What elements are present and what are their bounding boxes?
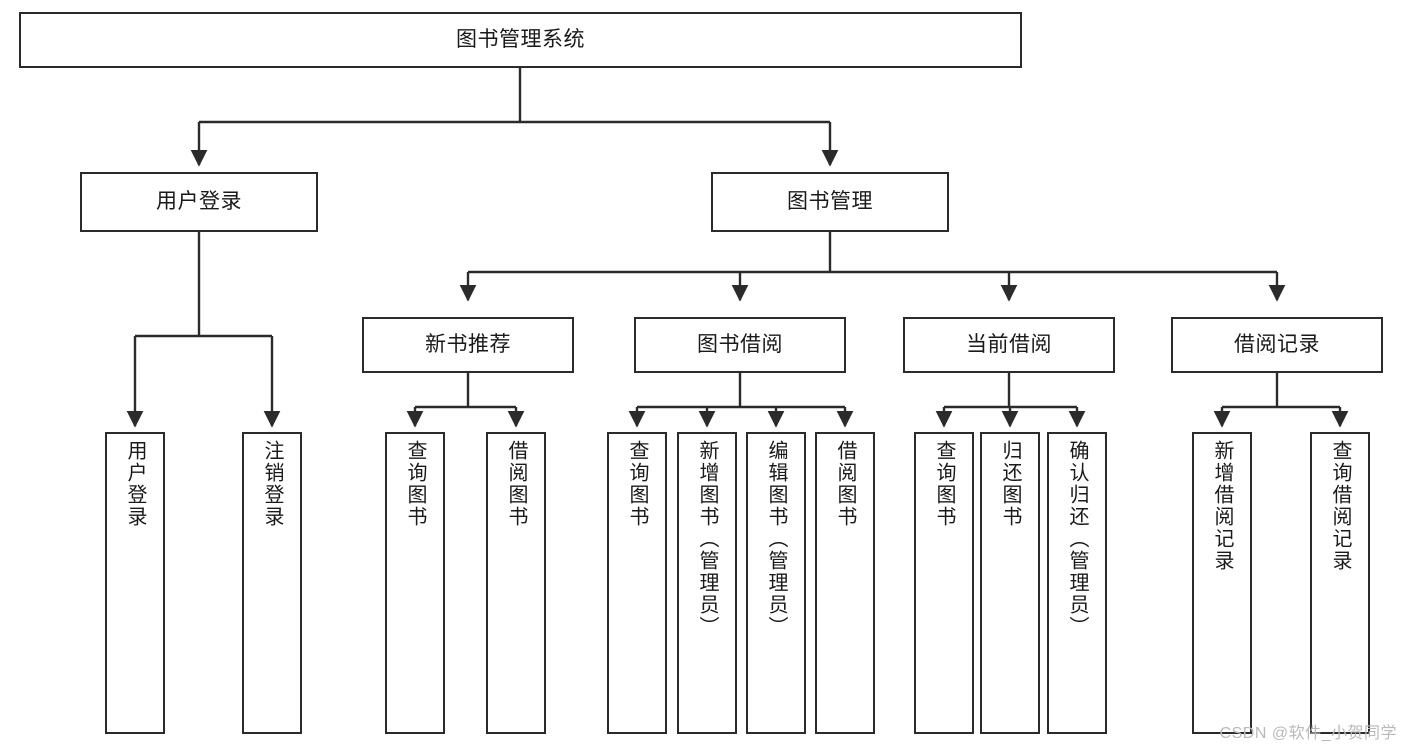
leaf-book-borrow-borrow[interactable]: 借阅图书 (815, 432, 875, 734)
node-new-book-recommend[interactable]: 新书推荐 (362, 317, 574, 373)
leaf-current-borrow-query[interactable]: 查询图书 (914, 432, 974, 734)
leaf-label: 查询图书 (626, 440, 648, 528)
leaf-label: 注销登录 (261, 440, 283, 528)
leaf-book-borrow-add[interactable]: 新增图书（管理员） (677, 432, 737, 734)
node-book-borrow[interactable]: 图书借阅 (634, 317, 846, 373)
leaf-borrow-record-add[interactable]: 新增借阅记录 (1192, 432, 1252, 734)
node-root[interactable]: 图书管理系统 (19, 12, 1022, 68)
watermark-label: CSDN @软件_小贺同学 (1219, 725, 1397, 742)
leaf-label: 查询图书 (404, 440, 426, 528)
leaf-user-login-login[interactable]: 用户登录 (105, 432, 165, 734)
node-current-borrow-label: 当前借阅 (966, 333, 1052, 357)
leaf-label: 查询借阅记录 (1329, 440, 1351, 572)
leaf-label: 确认归还（管理员） (1066, 440, 1088, 638)
leaf-label: 新增借阅记录 (1211, 440, 1233, 572)
node-user-login-label: 用户登录 (156, 190, 242, 214)
leaf-label: 新增图书（管理员） (696, 440, 718, 638)
node-borrow-record-label: 借阅记录 (1234, 333, 1320, 357)
node-book-management[interactable]: 图书管理 (711, 172, 949, 232)
leaf-user-login-logout[interactable]: 注销登录 (242, 432, 302, 734)
leaf-new-book-query[interactable]: 查询图书 (385, 432, 445, 734)
leaf-label: 归还图书 (999, 440, 1021, 528)
node-root-label: 图书管理系统 (456, 28, 585, 52)
leaf-label: 借阅图书 (834, 440, 856, 528)
node-new-book-recommend-label: 新书推荐 (425, 333, 511, 357)
leaf-current-borrow-return[interactable]: 归还图书 (980, 432, 1040, 734)
leaf-book-borrow-edit[interactable]: 编辑图书（管理员） (746, 432, 806, 734)
node-current-borrow[interactable]: 当前借阅 (903, 317, 1115, 373)
leaf-new-book-borrow[interactable]: 借阅图书 (486, 432, 546, 734)
node-book-borrow-label: 图书借阅 (697, 333, 783, 357)
leaf-current-borrow-confirm[interactable]: 确认归还（管理员） (1047, 432, 1107, 734)
leaf-book-borrow-query[interactable]: 查询图书 (607, 432, 667, 734)
leaf-label: 用户登录 (124, 440, 146, 528)
node-book-management-label: 图书管理 (787, 190, 873, 214)
node-user-login[interactable]: 用户登录 (80, 172, 318, 232)
leaf-borrow-record-query[interactable]: 查询借阅记录 (1310, 432, 1370, 734)
leaf-label: 编辑图书（管理员） (765, 440, 787, 638)
leaf-label: 查询图书 (933, 440, 955, 528)
leaf-label: 借阅图书 (505, 440, 527, 528)
node-borrow-record[interactable]: 借阅记录 (1171, 317, 1383, 373)
